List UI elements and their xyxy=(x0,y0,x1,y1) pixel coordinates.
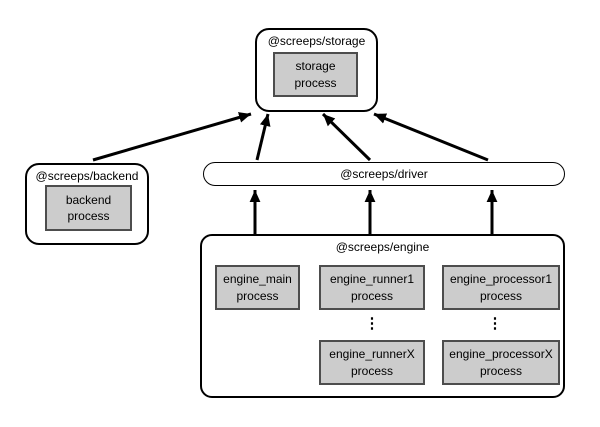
storage-process-line1: storage xyxy=(295,59,336,74)
arrow-driver-to-storage-middle xyxy=(321,112,372,162)
engine-main-line2: process xyxy=(236,288,279,303)
node-engine: @screeps/engine engine_main process engi… xyxy=(200,234,565,398)
engine-runner1-process-box: engine_runner1 process xyxy=(319,265,425,310)
engine-runner1-line2: process xyxy=(350,288,394,303)
engine-processorX-line1: engine_processorX xyxy=(449,347,553,362)
node-backend-title: @screeps/backend xyxy=(35,169,139,183)
backend-process-box: backend process xyxy=(45,185,132,231)
arrow-backend-to-storage xyxy=(92,112,252,162)
node-driver-title: @screeps/driver xyxy=(340,167,428,181)
engine-processor1-line1: engine_processor1 xyxy=(449,272,553,287)
engine-runner1-line1: engine_runner1 xyxy=(329,272,415,287)
node-storage: @screeps/storage storage process xyxy=(255,28,378,112)
arrow-driver-to-storage-left xyxy=(255,113,271,161)
engine-processorX-line2: process xyxy=(479,363,523,378)
engine-main-line1: engine_main xyxy=(223,272,292,287)
vertical-ellipsis-icon: ⋮ xyxy=(487,315,503,332)
engine-processor1-process-box: engine_processor1 process xyxy=(442,265,560,310)
engine-runnerX-process-box: engine_runnerX process xyxy=(319,340,425,385)
backend-process-line1: backend xyxy=(65,192,112,207)
engine-processorX-process-box: engine_processorX process xyxy=(442,340,560,385)
node-driver: @screeps/driver xyxy=(203,162,565,186)
engine-runnerX-line2: process xyxy=(350,363,394,378)
engine-runnerX-line1: engine_runnerX xyxy=(329,347,415,362)
node-engine-title: @screeps/engine xyxy=(335,240,430,254)
backend-process-line2: process xyxy=(67,209,110,223)
storage-process-box: storage process xyxy=(273,52,358,97)
vertical-ellipsis-icon: ⋮ xyxy=(364,315,380,332)
node-storage-title: @screeps/storage xyxy=(267,34,366,48)
engine-main-process-box: engine_main process xyxy=(215,265,300,310)
node-backend: @screeps/backend backend process xyxy=(25,163,149,245)
arrow-driver-to-storage-right xyxy=(373,112,489,162)
engine-processor1-line2: process xyxy=(479,288,523,303)
storage-process-line2: process xyxy=(294,75,337,90)
